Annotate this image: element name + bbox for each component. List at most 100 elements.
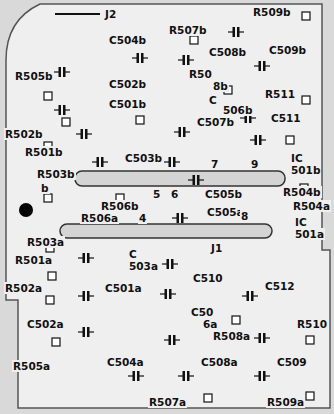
capacitor-symbol xyxy=(254,333,270,343)
part-label: C502b xyxy=(108,78,147,90)
capacitor-symbol xyxy=(54,67,70,77)
capacitor-symbol xyxy=(228,27,244,37)
resistor-symbol xyxy=(136,116,144,124)
resistor-symbol xyxy=(62,118,70,126)
part-label: IC xyxy=(290,152,304,164)
part-label: R506a xyxy=(80,212,119,224)
part-label: C501a xyxy=(104,282,143,294)
part-label: 506b xyxy=(222,104,253,116)
part-label: C504a xyxy=(106,356,145,368)
capacitor-symbol xyxy=(78,327,94,337)
part-label: C504b xyxy=(108,34,147,46)
part-label: C501b xyxy=(108,98,147,110)
resistor-symbol xyxy=(46,296,54,304)
capacitor-symbol xyxy=(92,157,108,167)
capacitor-symbol xyxy=(242,291,258,301)
capacitor-symbol xyxy=(254,61,270,71)
capacitor-symbol xyxy=(174,127,190,137)
capacitor-symbol xyxy=(78,253,94,263)
board-outline xyxy=(6,4,330,408)
part-label: C50 xyxy=(190,306,214,318)
capacitor-symbol xyxy=(162,259,178,269)
resistor-symbol xyxy=(232,316,240,324)
part-label: C502a xyxy=(26,318,65,330)
part-label: R501b xyxy=(24,146,64,158)
part-label: C507b xyxy=(196,116,235,128)
resistor-symbol xyxy=(48,272,56,280)
part-label: R506b xyxy=(100,200,140,212)
capacitor-symbol xyxy=(250,135,266,145)
part-label: IC xyxy=(294,216,308,228)
resistor-symbol xyxy=(302,12,310,20)
connector-trace xyxy=(55,13,100,15)
part-label: J2 xyxy=(104,8,117,20)
part-label: 5 xyxy=(152,188,161,200)
resistor-symbol xyxy=(52,338,60,346)
part-label: C503b xyxy=(124,152,163,164)
resistor-symbol xyxy=(302,96,310,104)
resistor-symbol xyxy=(44,92,52,100)
part-label: R502a xyxy=(4,282,43,294)
capacitor-symbol xyxy=(254,371,270,381)
capacitor-symbol xyxy=(172,213,188,223)
resistor-symbol xyxy=(204,394,212,402)
part-label: C505b xyxy=(204,188,243,200)
capacitor-symbol xyxy=(164,157,180,167)
part-label: 501b xyxy=(290,164,321,176)
part-label: R503b xyxy=(36,168,76,180)
capacitor-symbol xyxy=(132,53,148,63)
part-label: C509b xyxy=(268,44,307,56)
part-label: 8b xyxy=(212,80,229,92)
capacitor-symbol xyxy=(164,335,180,345)
part-label: C xyxy=(128,248,138,260)
part-label: C xyxy=(208,94,218,106)
part-label: 501a xyxy=(294,228,325,240)
part-label: R50 xyxy=(188,68,213,80)
part-label: R507a xyxy=(148,396,187,408)
part-label: R503a xyxy=(26,236,65,248)
part-label: 4 xyxy=(138,212,147,224)
part-label: R505b xyxy=(14,70,54,82)
resistor-symbol xyxy=(44,194,52,202)
capacitor-symbol xyxy=(76,129,92,139)
capacitor-symbol xyxy=(178,55,194,65)
part-label: C512 xyxy=(264,280,296,292)
resistor-symbol xyxy=(306,336,314,344)
resistor-symbol xyxy=(286,136,294,144)
part-label: 8 xyxy=(240,210,249,222)
capacitor-symbol xyxy=(54,105,70,115)
capacitor-symbol xyxy=(188,175,204,185)
part-label: R504b xyxy=(282,186,322,198)
resistor-symbol xyxy=(190,36,198,44)
part-label: R511 xyxy=(264,88,296,100)
part-label: C510 xyxy=(192,272,224,284)
part-label: 6a xyxy=(202,318,218,330)
part-label: 6 xyxy=(170,188,179,200)
part-label: C511 xyxy=(270,112,302,124)
capacitor-symbol xyxy=(178,371,194,381)
resistor-symbol xyxy=(306,392,314,400)
ic-outline xyxy=(60,224,272,238)
part-label: 7 xyxy=(210,158,219,170)
part-label: C509 xyxy=(276,356,308,368)
part-label: R501a xyxy=(14,254,53,266)
part-label: R507b xyxy=(168,24,208,36)
ic-outline xyxy=(75,171,285,186)
capacitor-symbol xyxy=(78,291,94,301)
part-label: b xyxy=(40,182,50,194)
part-label: C505a xyxy=(206,206,245,218)
part-label: 9 xyxy=(250,158,259,170)
part-label: R505a xyxy=(12,360,51,372)
part-label: R509b xyxy=(252,6,292,18)
part-label: J1 xyxy=(210,242,223,254)
capacitor-symbol xyxy=(160,289,176,299)
part-label: R502b xyxy=(4,128,44,140)
part-label: C508a xyxy=(200,356,239,368)
capacitor-symbol xyxy=(128,371,144,381)
part-label: R510 xyxy=(296,318,328,330)
part-label: C508b xyxy=(208,46,247,58)
part-label: R509a xyxy=(266,396,305,408)
part-label: R508a xyxy=(212,330,251,342)
part-label: R504a xyxy=(292,200,331,212)
